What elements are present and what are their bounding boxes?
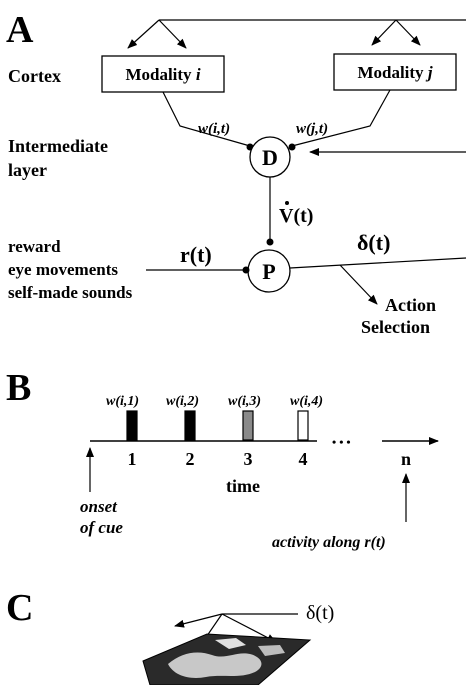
tick-label-4: 4 bbox=[299, 449, 308, 469]
svg-text:Modality j: Modality j bbox=[357, 63, 432, 82]
modality-i-var: i bbox=[196, 65, 201, 84]
modality-j-box: Modality j bbox=[333, 53, 457, 91]
node-p: P bbox=[247, 249, 291, 293]
vdot-label: V(t) bbox=[279, 201, 313, 227]
panel-a: A Cortex Modality i Modality j bbox=[6, 9, 467, 337]
synapse-j bbox=[288, 143, 296, 151]
modality-j-prefix: Modality bbox=[357, 63, 427, 82]
onset-label: onset of cue bbox=[80, 497, 123, 537]
weight-j-label: w(j,t) bbox=[296, 121, 328, 137]
panel-c: C δ(t) bbox=[6, 587, 334, 685]
svg-text:D: D bbox=[262, 145, 278, 170]
node-d: D bbox=[249, 136, 291, 178]
intermediate-layer-label: Intermediate layer bbox=[8, 136, 112, 180]
weight-label-3: w(i,3) bbox=[228, 394, 261, 409]
weight-label-4: w(i,4) bbox=[290, 394, 323, 409]
svg-text:P: P bbox=[262, 259, 275, 284]
delta-output-line bbox=[289, 257, 467, 269]
action-selection-arrow bbox=[339, 264, 378, 305]
timeline-ellipsis: • • • bbox=[332, 435, 351, 449]
cortex-label: Cortex bbox=[8, 66, 61, 86]
panel-a-letter: A bbox=[6, 9, 34, 51]
weight-bar-3 bbox=[242, 410, 254, 441]
top-feedback-branch bbox=[127, 19, 466, 49]
weight-label-2: w(i,2) bbox=[166, 394, 199, 409]
svg-text:Modality i: Modality i bbox=[125, 65, 200, 84]
activity-label: activity along r(t) bbox=[272, 534, 386, 551]
tick-label-1: 1 bbox=[128, 449, 137, 469]
delta-signal-label: δ(t) bbox=[357, 230, 390, 255]
time-axis-label: time bbox=[226, 476, 260, 496]
panel-c-letter: C bbox=[6, 587, 33, 629]
svg-text:V(t): V(t) bbox=[279, 205, 313, 227]
modality-j-var: j bbox=[425, 63, 433, 82]
panel-c-delta-label: δ(t) bbox=[306, 602, 334, 624]
surface-map bbox=[142, 633, 312, 685]
modality-i-prefix: Modality bbox=[125, 65, 195, 84]
tick-label-n: n bbox=[401, 449, 411, 469]
panel-b-letter: B bbox=[6, 367, 31, 409]
input-list: reward eye movements self-made sounds bbox=[8, 237, 133, 302]
modality-i-box: Modality i bbox=[101, 55, 225, 93]
synapse-reward bbox=[242, 266, 250, 274]
weight-bar-2 bbox=[184, 410, 196, 441]
reward-signal-label: r(t) bbox=[180, 242, 212, 267]
tick-label-3: 3 bbox=[244, 449, 253, 469]
modality-to-d-connections bbox=[162, 89, 391, 147]
weight-label-1: w(i,1) bbox=[106, 394, 139, 409]
weight-bar-1 bbox=[126, 410, 138, 441]
action-selection-label: Action Selection bbox=[361, 295, 441, 337]
weight-bar-4 bbox=[297, 410, 309, 441]
tick-label-2: 2 bbox=[186, 449, 195, 469]
weight-i-label: w(i,t) bbox=[198, 121, 230, 137]
panel-b: B • • • w(i,1) w(i,2) w(i,3) w(i,4) 1 2 … bbox=[6, 367, 439, 551]
synapse-vdot bbox=[266, 238, 274, 246]
